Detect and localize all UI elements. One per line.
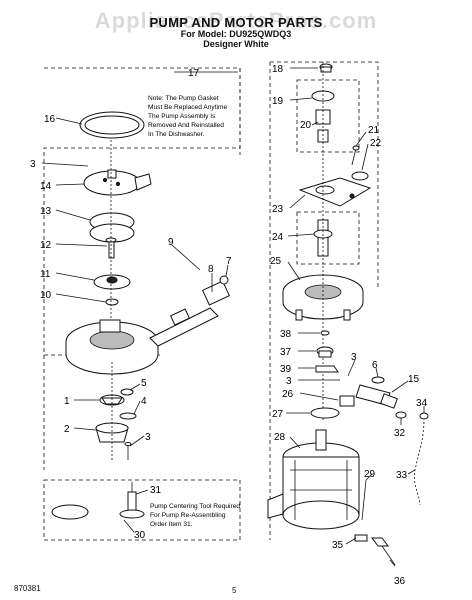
callout-3: 3 (351, 352, 357, 363)
valve-15 (355, 384, 398, 409)
callout-29: 29 (364, 469, 376, 480)
upper-left-boundary (43, 67, 241, 356)
color-line: Designer White (203, 39, 269, 49)
note-line: Note: The Pump Gasket (148, 95, 219, 102)
clamp-34 (419, 412, 429, 420)
callout-34: 34 (416, 398, 428, 409)
document-number: 870381 (14, 584, 41, 593)
wire-29 (361, 479, 367, 521)
callout-14: 14 (40, 181, 52, 192)
callout-23: 23 (272, 204, 284, 215)
callout-9: 9 (168, 237, 174, 248)
callout-25: 25 (270, 256, 282, 267)
gasket-ring-16 (79, 111, 145, 139)
model-line: For Model: DU925QWDQ3 (180, 29, 292, 39)
hose-33 (412, 419, 426, 506)
callout-17: 17 (188, 68, 200, 79)
callout-33: 33 (396, 470, 408, 481)
callout-20: 20 (300, 120, 312, 131)
callout-4: 4 (141, 396, 147, 407)
callout-39: 39 (280, 364, 292, 375)
bearing-37 (316, 346, 334, 358)
gasket-note: Note: The Pump Gasket Must Be Replaced A… (148, 95, 227, 138)
callout-3: 3 (30, 159, 36, 170)
valve-assembly-9 (149, 275, 231, 347)
note-line: In The Dishwasher. (148, 131, 204, 138)
callout-18: 18 (272, 64, 284, 75)
callout-37: 37 (280, 347, 292, 358)
motor-mount-25 (282, 274, 364, 321)
seal-26 (339, 395, 355, 407)
watermark: AppliancePartsPros.com (94, 8, 378, 33)
note-line: Order Item 31. (150, 521, 193, 528)
callout-27: 27 (272, 409, 284, 420)
callout-3: 3 (145, 432, 151, 443)
motor-28 (267, 429, 360, 530)
connector-36 (371, 537, 396, 566)
callout-30: 30 (134, 530, 146, 541)
right-boundary (270, 61, 379, 290)
callout-26: 26 (282, 389, 294, 400)
callout-38: 38 (280, 329, 292, 340)
note-line: Pump Centering Tool Required (150, 503, 240, 510)
connector-35 (354, 534, 368, 542)
page-number: 5 (232, 586, 237, 595)
callout-15: 15 (408, 374, 420, 385)
callout-36: 36 (394, 576, 406, 587)
callout-3: 3 (286, 376, 292, 387)
impeller-11 (93, 274, 131, 290)
washer-10 (105, 298, 119, 306)
screw-12 (105, 237, 117, 259)
seal-ring-13 (89, 212, 135, 243)
callout-6: 6 (372, 360, 378, 371)
callout-labels: 16 3 14 13 12 11 10 9 8 7 1 2 5 4 3 31 3… (30, 64, 428, 587)
gasket-30 (51, 504, 89, 520)
gear-22 (351, 171, 369, 181)
mounting-bracket-23 (298, 177, 372, 207)
disc-27 (310, 407, 340, 419)
note-line: Removed And Reinstalled (148, 122, 224, 129)
group-24-box (296, 211, 360, 265)
bracket-39 (315, 365, 339, 373)
callout-7: 7 (226, 256, 232, 267)
ring-4 (119, 412, 137, 420)
callout-8: 8 (208, 264, 214, 275)
callout-28: 28 (274, 432, 286, 443)
leader-lines (41, 67, 425, 567)
pump-housing-14 (83, 169, 152, 196)
callout-19: 19 (272, 96, 284, 107)
note-line: Must Be Replaced Anytime (148, 104, 227, 111)
tool-box (43, 479, 241, 541)
screws-3-left (124, 442, 132, 460)
page-title: PUMP AND MOTOR PARTS (149, 15, 323, 30)
callout-32: 32 (394, 428, 406, 439)
pump-base (65, 319, 159, 375)
gear-21 (351, 145, 360, 166)
note-line: The Pump Assembly Is (148, 113, 216, 120)
note-line: For Pump Re-Assembling (150, 512, 226, 519)
callout-16: 16 (44, 114, 56, 125)
callout-24: 24 (272, 232, 284, 243)
callout-35: 35 (332, 540, 344, 551)
clamp-32 (395, 411, 407, 419)
nut-18 (319, 63, 333, 73)
callout-11: 11 (40, 269, 51, 280)
centering-tool-31 (119, 482, 145, 519)
callout-1: 1 (64, 396, 70, 407)
callout-13: 13 (40, 206, 52, 217)
callout-31: 31 (150, 485, 162, 496)
group-19-box (296, 79, 360, 153)
callout-5: 5 (141, 378, 147, 389)
inlet-6 (371, 376, 385, 384)
callout-21: 21 (368, 125, 380, 136)
callout-12: 12 (40, 240, 52, 251)
callout-10: 10 (40, 290, 52, 301)
tool-note: Pump Centering Tool Required For Pump Re… (150, 503, 240, 528)
callout-22: 22 (370, 138, 382, 149)
washer-38 (320, 330, 330, 336)
retainer-5 (120, 388, 134, 396)
callout-2: 2 (64, 424, 70, 435)
